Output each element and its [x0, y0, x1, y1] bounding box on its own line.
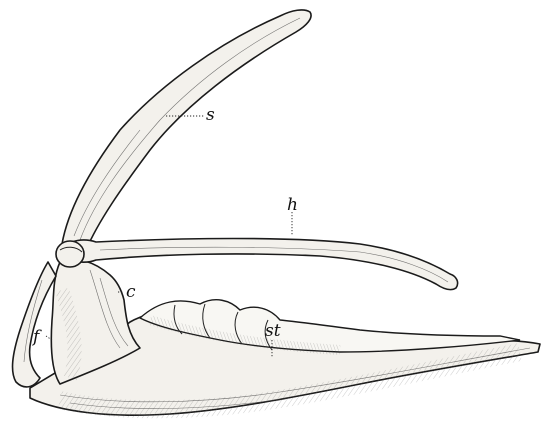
- label-st: st: [265, 321, 281, 341]
- label-s: s: [206, 105, 215, 125]
- furcula: [13, 262, 56, 387]
- scapula: [62, 10, 311, 256]
- label-c: c: [126, 282, 136, 302]
- label-h: h: [287, 195, 298, 215]
- label-f: f: [31, 327, 42, 347]
